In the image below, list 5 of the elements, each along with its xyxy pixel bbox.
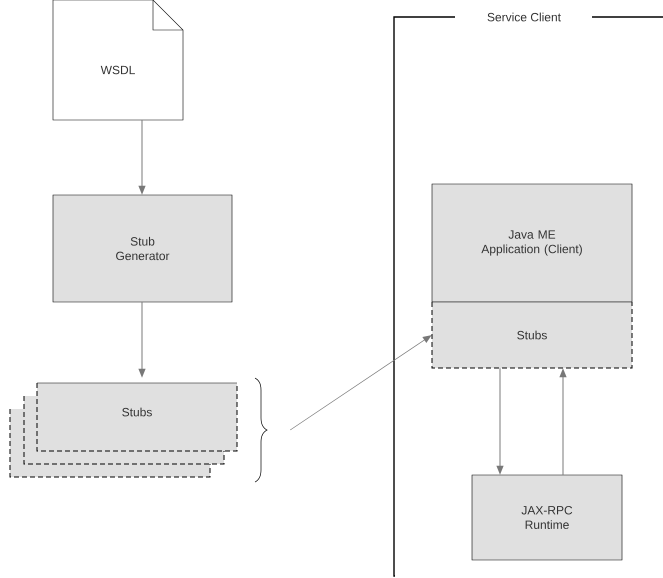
stub-box: Stubs <box>432 302 632 368</box>
process-box: Java ME Application (Client) <box>432 184 632 302</box>
process-box: Stub Generator <box>52 194 232 302</box>
stacked-stub-boxes: Stubs <box>10 378 268 482</box>
process-box: JAX-RPC Runtime <box>472 474 622 560</box>
